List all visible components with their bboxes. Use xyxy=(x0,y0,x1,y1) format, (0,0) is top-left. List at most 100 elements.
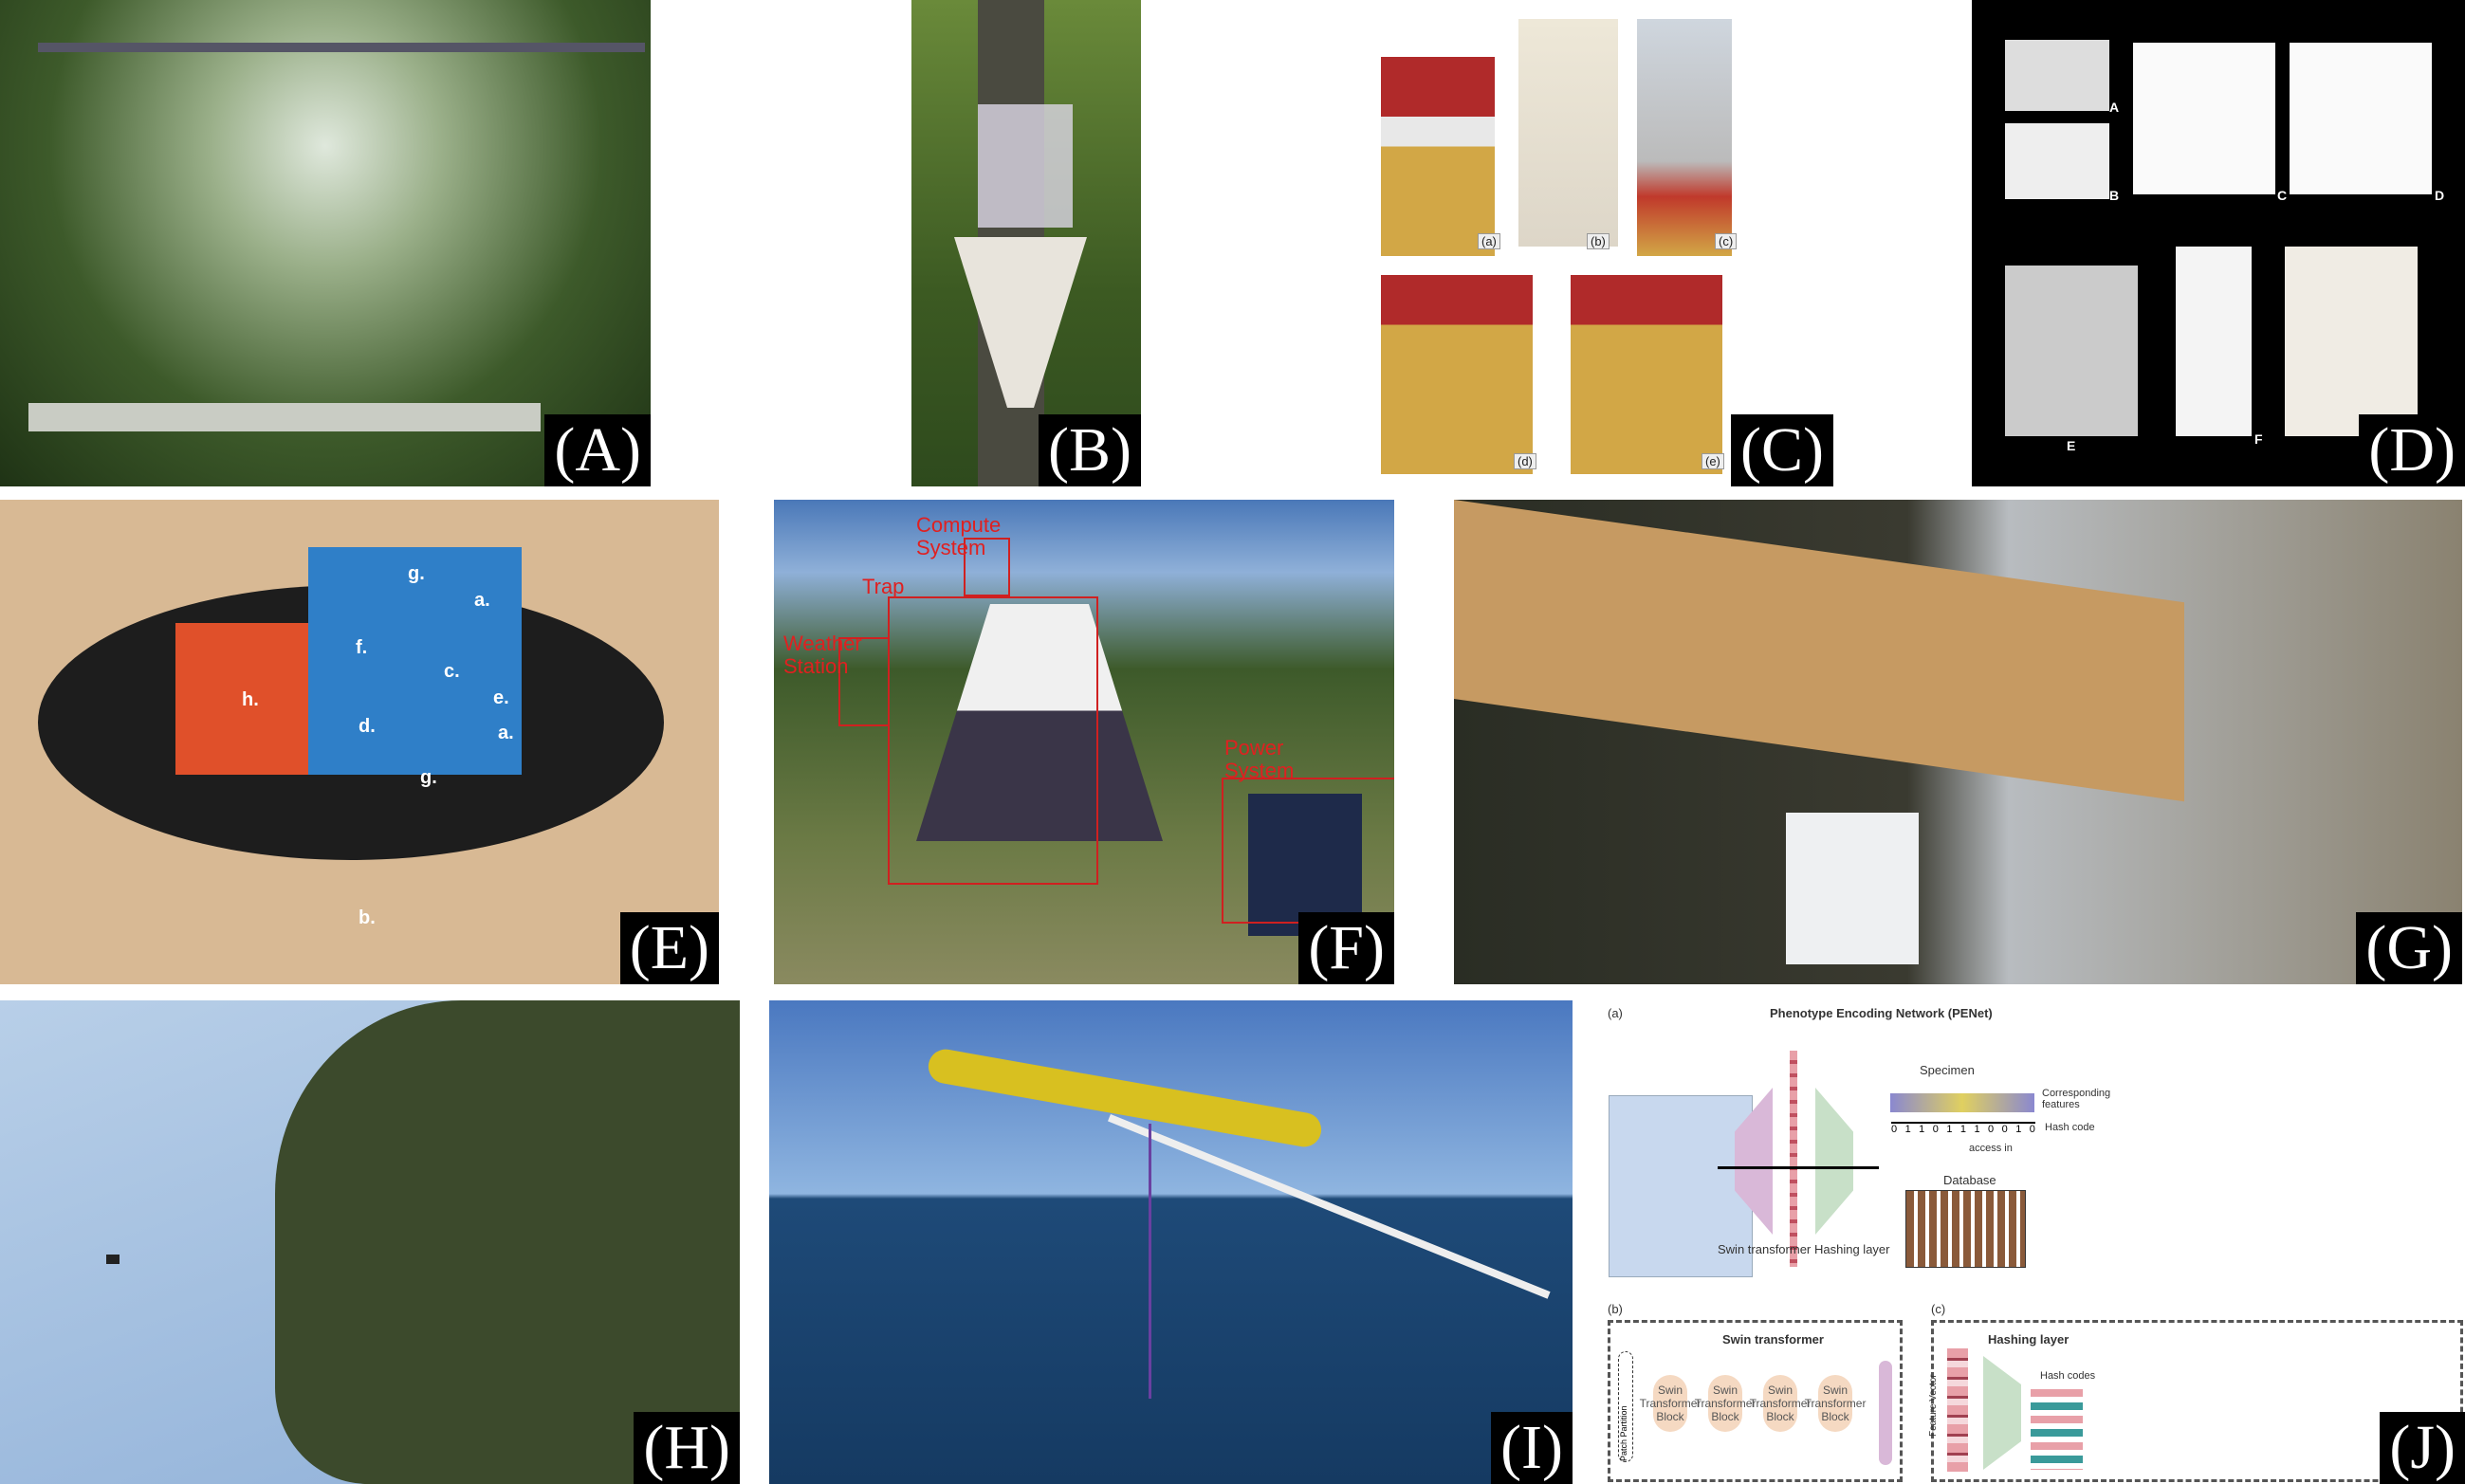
component-a xyxy=(2005,40,2109,111)
frame-top-bar xyxy=(38,43,645,52)
part-label: c. xyxy=(444,661,460,682)
trap-vanes xyxy=(978,104,1073,228)
panel-f-field-station-photo: Compute System Trap Weather Station Powe… xyxy=(774,500,1394,984)
hash-codes-label: Hash codes xyxy=(2040,1370,2096,1382)
cad-section-d xyxy=(1381,275,1533,474)
compute-box xyxy=(964,538,1010,596)
panel-label: (D) xyxy=(2359,414,2465,486)
cad-cylinder-a xyxy=(1381,57,1495,256)
feature-bar xyxy=(1790,1051,1797,1267)
cad-funnel-c xyxy=(1637,19,1732,256)
light-panel xyxy=(1786,813,1919,964)
part-label: h. xyxy=(242,689,259,710)
sub-label: (d) xyxy=(1514,453,1536,469)
panel-c-trap-cad-diagram: (a) (b) (c) (d) (e) (C) xyxy=(1362,0,1833,486)
hash-bit: 1 xyxy=(2015,1124,2022,1135)
trough xyxy=(28,403,541,431)
component-b xyxy=(2005,123,2109,199)
component-c xyxy=(2133,43,2275,194)
image-patches xyxy=(1609,1095,1753,1277)
penet-title: Phenotype Encoding Network (PENet) xyxy=(1770,1006,1993,1020)
power-box xyxy=(1222,778,1394,924)
swin-label: Swin transformer xyxy=(1718,1242,1812,1256)
boom-arm xyxy=(1108,1114,1551,1299)
panel-label: (I) xyxy=(1491,1412,1573,1484)
panel-label: (H) xyxy=(634,1412,740,1484)
cad-parts-b xyxy=(1518,19,1618,247)
power-label: Power System xyxy=(1224,736,1295,782)
panel-label: (C) xyxy=(1731,414,1833,486)
hashing-detail-box xyxy=(1931,1320,2463,1482)
swin-detail-title: Swin transformer xyxy=(1722,1332,1824,1347)
cable xyxy=(1149,1124,1151,1399)
feature-vector-bar xyxy=(1947,1348,1968,1472)
swin-block: Swin Transformer Block xyxy=(1805,1375,1866,1432)
panel-a-mist-net-photo: (A) xyxy=(0,0,651,486)
hashing-label: Hashing layer xyxy=(1814,1242,1890,1256)
swin-block: Swin Transformer Block xyxy=(1640,1375,1701,1432)
component-f xyxy=(2176,247,2252,436)
database-grid xyxy=(1905,1190,2026,1268)
compute-label: Compute System xyxy=(916,513,1002,559)
component-e xyxy=(2005,266,2138,436)
sub-label: D xyxy=(2435,188,2445,203)
subfig-a-tag: (a) xyxy=(1608,1006,1623,1020)
funnel xyxy=(954,237,1087,408)
hash-code-label: Hash code xyxy=(2045,1122,2095,1133)
blue-case xyxy=(308,547,522,775)
features-label: Corresponding features xyxy=(2042,1088,2111,1110)
part-label: b. xyxy=(359,907,376,928)
sub-label: C xyxy=(2277,188,2288,203)
patch-partition: Patch Partition xyxy=(1618,1351,1633,1462)
panel-i-ocean-sensor-photo: (I) xyxy=(769,1000,1573,1484)
panel-g-camera-trap-photo: (G) xyxy=(1454,500,2462,984)
hash-bit: 1 xyxy=(1946,1124,1953,1135)
trap-label: Trap xyxy=(862,575,905,598)
panel-e-float-device-photo: a. a. b. c. d. e. f. g. g. h. (E) xyxy=(0,500,719,984)
feature-vector-label: Feature Vector xyxy=(1928,1374,1939,1437)
part-label: f. xyxy=(356,637,368,658)
cad-section-e xyxy=(1571,275,1722,474)
component-d xyxy=(2290,43,2432,194)
swin-detail-box xyxy=(1608,1320,1903,1482)
hash-bit: 0 xyxy=(1891,1124,1898,1135)
trap-box xyxy=(888,596,1098,885)
sub-label: A xyxy=(2109,100,2120,115)
subfig-b-tag: (b) xyxy=(1608,1302,1623,1316)
hash-bit: 0 xyxy=(1932,1124,1939,1135)
sub-label: (a) xyxy=(1478,233,1500,249)
wooden-box xyxy=(1454,500,2184,802)
sub-label: E xyxy=(2067,438,2076,453)
hash-bit: 0 xyxy=(2001,1124,2008,1135)
hash-bit: 1 xyxy=(1959,1124,1967,1135)
sub-label: (e) xyxy=(1702,453,1724,469)
part-label: d. xyxy=(359,716,376,737)
part-label: a. xyxy=(474,590,490,611)
panel-label: (G) xyxy=(2356,912,2462,984)
output-nodes xyxy=(1879,1361,1892,1465)
tree-canopy xyxy=(275,1000,740,1484)
component-assembled xyxy=(2285,247,2418,436)
specimen-label: Specimen xyxy=(1920,1063,1975,1077)
yellow-sensor xyxy=(926,1046,1324,1150)
panel-label: (A) xyxy=(544,414,651,486)
panel-label: (E) xyxy=(619,912,719,984)
feature-maps xyxy=(1890,1093,2034,1112)
hash-bit: 1 xyxy=(1974,1124,1980,1135)
weather-label: Weather Station xyxy=(783,632,862,678)
panel-label: (F) xyxy=(1298,912,1394,984)
panel-label: (B) xyxy=(1039,414,1141,486)
hash-trapezoid xyxy=(1815,1088,1853,1235)
part-label: g. xyxy=(420,767,437,788)
panel-h-drone-tree-photo: (H) xyxy=(0,1000,740,1484)
hash-bit: 0 xyxy=(1988,1124,1995,1135)
panel-d-trap-components: A B C D E F (D) xyxy=(1972,0,2465,486)
panel-label: (J) xyxy=(2380,1412,2465,1484)
sub-label: F xyxy=(2254,431,2263,447)
drone xyxy=(106,1255,120,1264)
hash-bit: 1 xyxy=(1919,1124,1925,1135)
hash-code-bars xyxy=(2031,1389,2083,1470)
access-label: access in xyxy=(1969,1143,2013,1154)
panel-b-funnel-trap-photo: (B) xyxy=(911,0,1141,486)
